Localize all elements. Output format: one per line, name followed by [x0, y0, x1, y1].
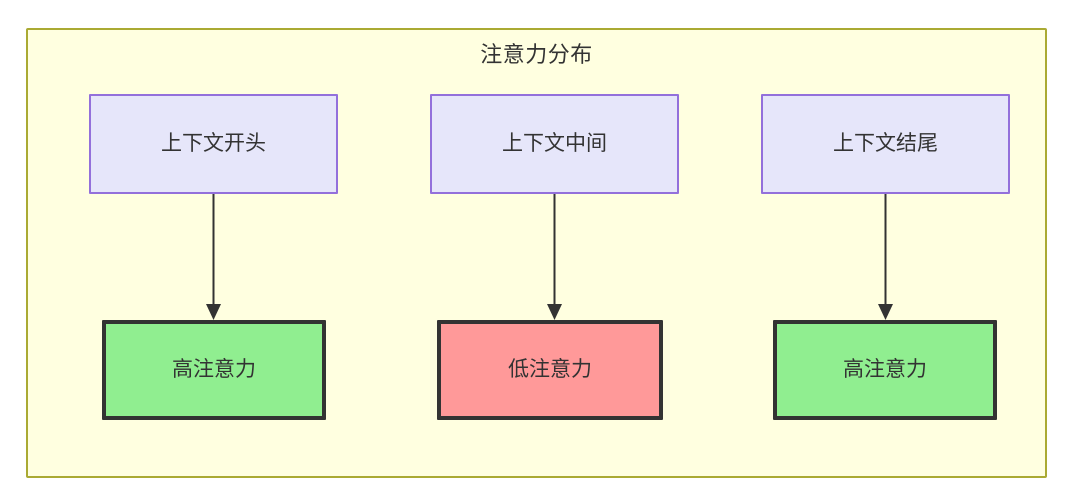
- node-high-attention-start[interactable]: 高注意力: [102, 320, 326, 420]
- attention-distribution-container: 注意力分布 上下文开头 上下文中间 上下文结尾 高注意力 低: [26, 28, 1047, 478]
- node-high-attention-start-label: 高注意力: [172, 358, 256, 381]
- node-context-middle-label: 上下文中间: [502, 132, 607, 155]
- node-context-middle[interactable]: 上下文中间: [430, 94, 679, 194]
- node-low-attention-middle-label: 低注意力: [508, 358, 592, 381]
- node-context-start-label: 上下文开头: [161, 132, 266, 155]
- edge-context-start-to-high-attention: [206, 194, 221, 320]
- node-context-end[interactable]: 上下文结尾: [761, 94, 1010, 194]
- node-context-end-label: 上下文结尾: [833, 132, 938, 155]
- diagram-title: 注意力分布: [480, 42, 593, 67]
- edge-context-end-to-high-attention: [878, 194, 893, 320]
- node-context-start[interactable]: 上下文开头: [89, 94, 338, 194]
- node-high-attention-end-label: 高注意力: [843, 358, 927, 381]
- edge-context-middle-to-low-attention: [547, 194, 562, 320]
- node-low-attention-middle[interactable]: 低注意力: [437, 320, 663, 420]
- node-high-attention-end[interactable]: 高注意力: [773, 320, 997, 420]
